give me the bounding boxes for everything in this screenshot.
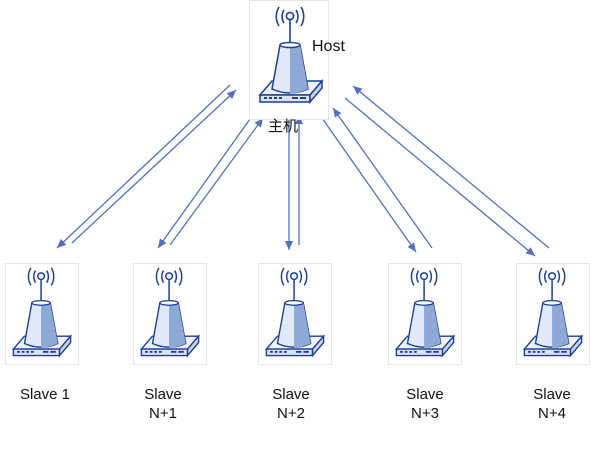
slave-label-line2: N+4 <box>538 405 566 422</box>
arrow-slave5-to-host <box>352 85 550 249</box>
slave-label-line1: Slave <box>144 386 182 403</box>
wireless-router-icon <box>258 6 324 105</box>
wireless-router-icon <box>394 267 456 358</box>
slave-node <box>516 263 590 365</box>
slave-label-line1: Slave <box>406 386 444 403</box>
wireless-router-icon <box>139 267 201 358</box>
arrow-slave1-to-host <box>71 89 237 244</box>
arrow-host-to-slave2 <box>157 111 256 249</box>
slave-node <box>5 263 79 365</box>
slave-node <box>388 263 462 365</box>
arrow-host-to-slave5 <box>344 97 536 257</box>
slave-label-line2: N+1 <box>149 405 177 422</box>
wireless-router-icon <box>522 267 584 358</box>
arrow-slave4-to-host <box>332 107 433 249</box>
arrow-slave2-to-host <box>169 117 264 246</box>
slave-label-line1: Slave 1 <box>19 386 71 403</box>
slave-label-line2: N+3 <box>411 405 439 422</box>
slave-label-line1: Slave <box>272 386 310 403</box>
slave-label: Slave 1 <box>0 385 90 404</box>
arrow-host-to-slave4 <box>321 117 417 253</box>
host-sublabel: 主机 <box>268 117 299 135</box>
slave-node <box>133 263 207 365</box>
arrow-host-to-slave1 <box>56 84 231 249</box>
host-label: Host <box>312 38 345 55</box>
slave-label-line1: Slave <box>533 386 571 403</box>
wireless-router-icon <box>11 267 73 358</box>
slave-node <box>258 263 332 365</box>
slave-label-line2: N+2 <box>277 405 305 422</box>
wireless-router-icon <box>264 267 326 358</box>
host-node <box>249 0 329 120</box>
